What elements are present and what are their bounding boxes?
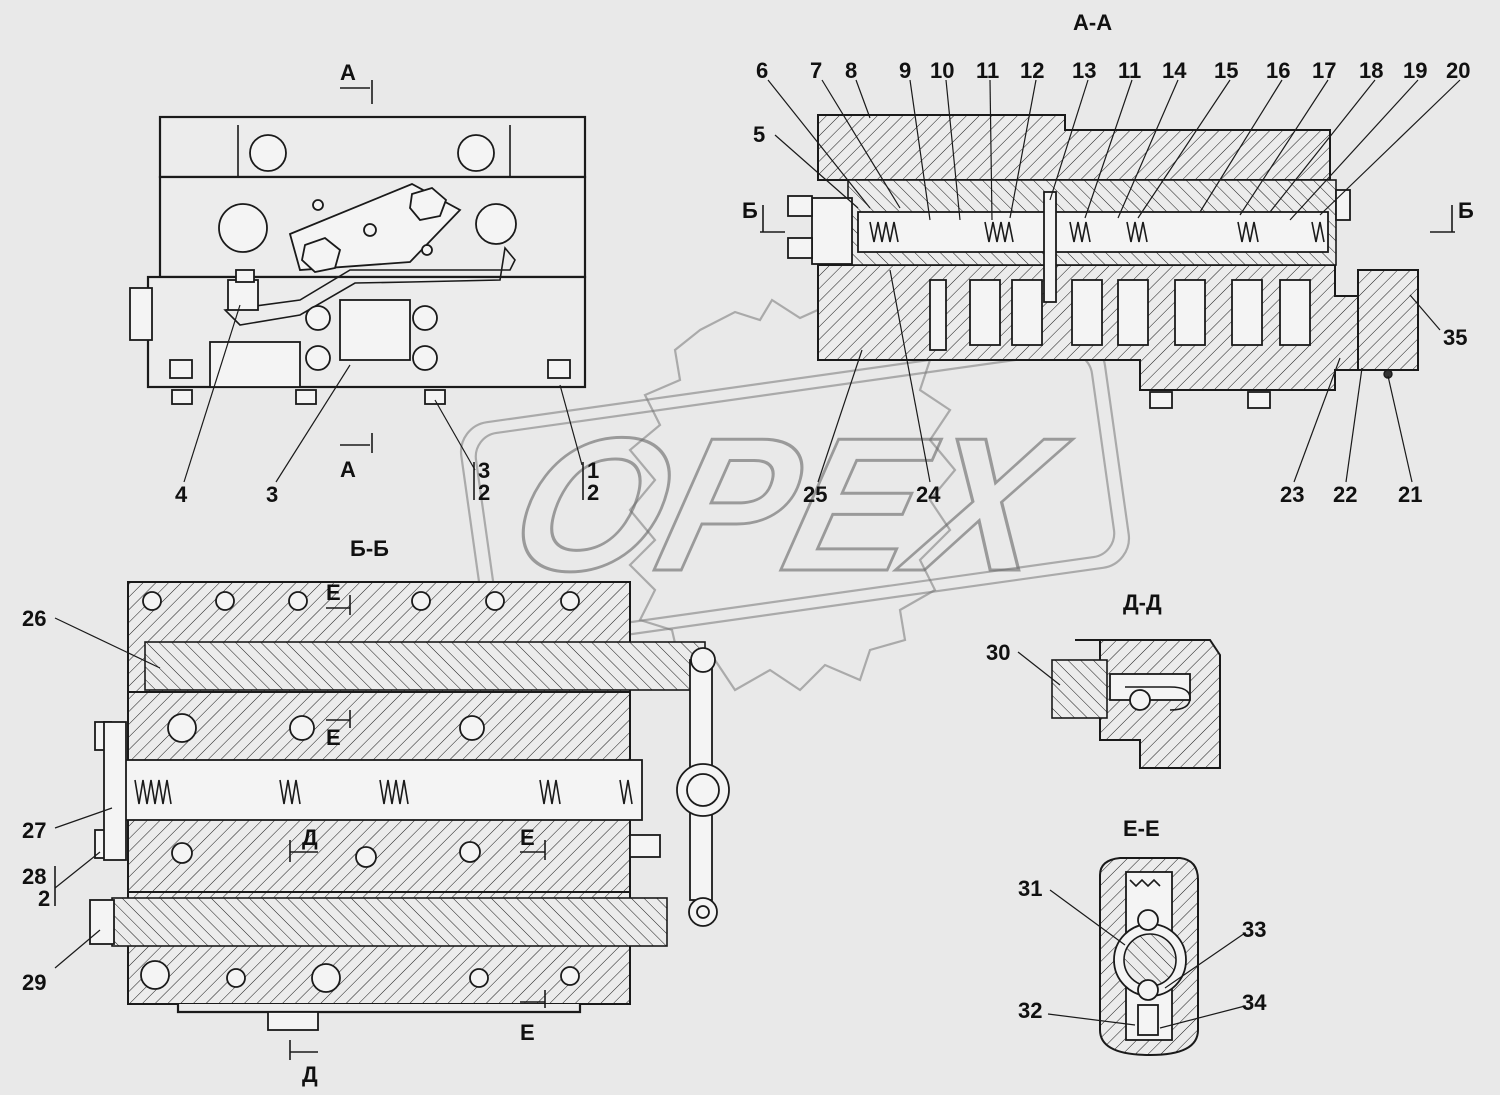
center-block: [339, 299, 411, 361]
side-boss: [129, 287, 153, 341]
callout-24: 24: [916, 482, 941, 507]
bb-spool-26: [144, 641, 706, 691]
callout-27: 27: [22, 818, 46, 843]
callout-8: 8: [845, 58, 857, 83]
lever-knob: [227, 279, 259, 311]
valve-body-top: [158, 115, 587, 179]
port-circle-3: [218, 203, 268, 253]
callout-15: 15: [1214, 58, 1238, 83]
section-dd: Д-Д 30: [986, 590, 1221, 769]
cut-mark-a-bottom: А: [340, 457, 356, 482]
callout-3b: 3: [478, 458, 490, 483]
callout-30: 30: [986, 640, 1010, 665]
watermark-frame-inner: [474, 351, 1116, 639]
callout-10: 10: [930, 58, 954, 83]
cut-mark-b-left: Б: [742, 198, 758, 223]
callout-22: 22: [1333, 482, 1357, 507]
section-bb: Б-Б: [22, 536, 730, 1087]
callout-2b: 2: [478, 480, 490, 505]
control-lever: [223, 246, 516, 326]
cut-mark-a-top: А: [340, 60, 356, 85]
callout-19: 19: [1403, 58, 1427, 83]
callout-23: 23: [1280, 482, 1304, 507]
port-circle-1: [249, 134, 287, 172]
callout-17: 17: [1312, 58, 1336, 83]
section-aa-title: А-А: [1073, 10, 1112, 35]
section-ee-title: Е-Е: [1123, 816, 1160, 841]
cut-mark-d-1: Д: [302, 825, 318, 850]
aa-plug-35: [1357, 269, 1419, 371]
callout-11: 11: [976, 58, 999, 83]
cut-mark-e-4: Е: [520, 1020, 535, 1045]
callout-9: 9: [899, 58, 911, 83]
section-dd-title: Д-Д: [1123, 590, 1162, 615]
callout-34: 34: [1242, 990, 1267, 1015]
cut-mark-e-3: Е: [520, 825, 535, 850]
aa-upper-body: [817, 114, 1331, 181]
aa-end-cap-left: [811, 197, 853, 265]
bb-springs: [134, 779, 633, 805]
callout-7: 7: [810, 58, 822, 83]
general-view: А А 4 3 3 2 1 2: [129, 60, 599, 507]
callout-25: 25: [803, 482, 827, 507]
section-bb-title: Б-Б: [350, 536, 389, 561]
callout-12: 12: [1020, 58, 1044, 83]
watermark-frame-outer: [459, 338, 1131, 652]
hex-nut-1: [301, 236, 342, 273]
callout-29: 29: [22, 970, 46, 995]
port-circle-4: [475, 203, 517, 245]
watermark: OPEX: [459, 298, 1131, 692]
cut-mark-e-1: Е: [326, 580, 341, 605]
callout-32: 32: [1018, 998, 1042, 1023]
callout-26: 26: [22, 606, 46, 631]
callout-20: 20: [1446, 58, 1470, 83]
callout-33: 33: [1242, 917, 1266, 942]
callout-5: 5: [753, 122, 765, 147]
callout-14: 14: [1162, 58, 1187, 83]
callout-6: 6: [756, 58, 768, 83]
aa-pin-13: [1043, 191, 1057, 303]
callout-3: 3: [266, 482, 278, 507]
cut-mark-d-2: Д: [302, 1062, 318, 1087]
cut-mark-b-right: Б: [1458, 198, 1474, 223]
aa-spool-bore: [857, 211, 1329, 253]
callout-28: 28: [22, 864, 46, 889]
callout-21: 21: [1398, 482, 1422, 507]
callout-2: 2: [587, 480, 599, 505]
callout-16: 16: [1266, 58, 1290, 83]
aa-lower-channels: [929, 279, 1311, 351]
callout-2c: 2: [38, 886, 50, 911]
port-circle-2: [457, 134, 495, 172]
callout-18: 18: [1359, 58, 1383, 83]
callout-4: 4: [175, 482, 188, 507]
watermark-text: OPEX: [493, 398, 1084, 611]
callout-1: 1: [587, 458, 599, 483]
aa-springs: [869, 221, 1325, 243]
section-ee: Е-Е 31 32 33 34: [1018, 816, 1267, 1057]
hex-nut-2: [409, 186, 448, 221]
cut-mark-e-2: Е: [326, 725, 341, 750]
bb-spool-29: [111, 897, 668, 947]
bb-link-pivot-top: [690, 647, 716, 673]
callout-13: 13: [1072, 58, 1096, 83]
dd-plug-30: [1051, 659, 1108, 719]
callout-35: 35: [1443, 325, 1467, 350]
section-aa: А-А: [742, 10, 1474, 507]
callout-31: 31: [1018, 876, 1042, 901]
callout-11b: 11: [1118, 58, 1141, 83]
bb-ports: [140, 591, 580, 993]
